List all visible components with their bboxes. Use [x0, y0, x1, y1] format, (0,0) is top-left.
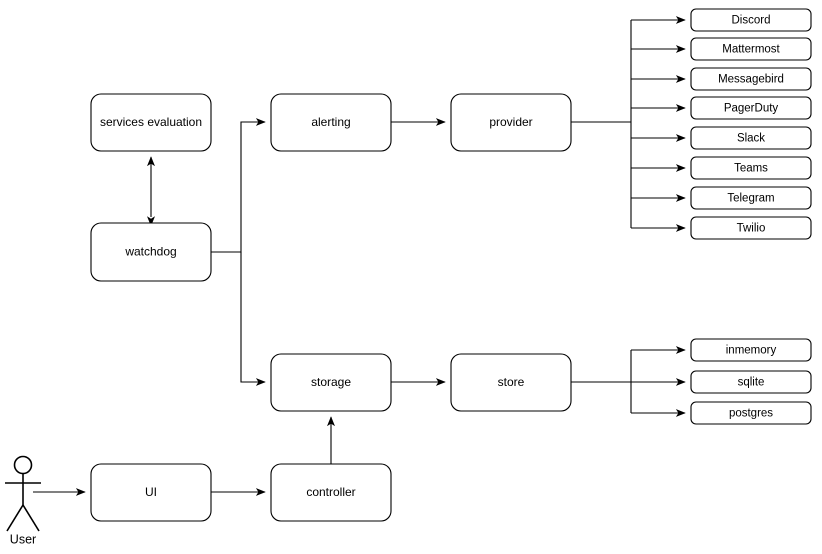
node-box-watchdog	[90, 222, 212, 282]
node-storage[interactable]: storage	[270, 353, 392, 412]
provider-target-nodes: DiscordMattermostMessagebirdPagerDutySla…	[690, 8, 812, 240]
provider-branch-connectors	[631, 16, 686, 232]
node-box-telegram	[690, 186, 812, 210]
node-label-slack: Slack	[737, 133, 765, 145]
node-box-alerting	[270, 93, 392, 152]
node-label-store: store	[498, 375, 525, 389]
node-box-controller	[270, 463, 392, 522]
node-store[interactable]: store	[450, 353, 572, 412]
node-label-postgres: postgres	[729, 408, 773, 420]
node-label-pagerduty: PagerDuty	[724, 103, 779, 115]
edge-watchdog-alerting	[211, 118, 266, 253]
node-box-pagerduty	[690, 96, 812, 120]
store-target-nodes: inmemory sqlite postgres	[690, 338, 812, 425]
node-label-alerting: alerting	[311, 115, 350, 129]
node-label-storage: storage	[311, 375, 351, 389]
node-provider[interactable]: provider	[450, 93, 572, 152]
node-postgres[interactable]: postgres	[690, 401, 812, 425]
node-box-storage	[270, 353, 392, 412]
node-ui[interactable]: UI	[90, 463, 212, 522]
node-box-teams	[690, 156, 812, 180]
node-alerting[interactable]: alerting	[270, 93, 392, 152]
node-messagebird[interactable]: Messagebird	[690, 67, 812, 91]
node-box-inmemory	[690, 338, 812, 362]
node-watchdog[interactable]: watchdog	[90, 222, 212, 282]
node-label-provider: provider	[489, 115, 532, 129]
node-box-services-evaluation	[90, 93, 212, 152]
node-label-telegram: Telegram	[727, 193, 774, 205]
node-label-discord: Discord	[732, 15, 771, 27]
node-box-slack	[690, 126, 812, 150]
node-pagerduty[interactable]: PagerDuty	[690, 96, 812, 120]
node-label-ui: UI	[145, 485, 157, 499]
node-controller[interactable]: controller	[270, 463, 392, 522]
node-label-mattermost: Mattermost	[722, 44, 780, 56]
node-label-messagebird: Messagebird	[718, 74, 784, 86]
node-box-store	[450, 353, 572, 412]
node-label-services-evaluation: services evaluation	[100, 115, 202, 129]
node-box-sqlite	[690, 370, 812, 394]
node-label-twilio: Twilio	[737, 223, 766, 235]
node-label-sqlite: sqlite	[738, 377, 765, 389]
node-services-evaluation[interactable]: services evaluation	[90, 93, 212, 152]
node-box-twilio	[690, 216, 812, 240]
actor-head-icon	[13, 455, 33, 475]
actor-leg-left	[6, 504, 24, 532]
store-branch-connectors	[631, 346, 686, 417]
node-label-controller: controller	[306, 485, 355, 499]
node-slack[interactable]: Slack	[690, 126, 812, 150]
node-sqlite[interactable]: sqlite	[690, 370, 812, 394]
node-telegram[interactable]: Telegram	[690, 186, 812, 210]
node-box-postgres	[690, 401, 812, 425]
node-twilio[interactable]: Twilio	[690, 216, 812, 240]
node-box-messagebird	[690, 67, 812, 91]
node-discord[interactable]: Discord	[690, 8, 812, 32]
node-label-watchdog: watchdog	[124, 245, 176, 259]
node-label-inmemory: inmemory	[726, 345, 777, 357]
actor-user[interactable]: User	[5, 455, 41, 547]
node-box-mattermost	[690, 37, 812, 61]
edges-layer	[33, 20, 632, 496]
node-teams[interactable]: Teams	[690, 156, 812, 180]
node-inmemory[interactable]: inmemory	[690, 338, 812, 362]
actor-label: User	[10, 532, 36, 546]
node-mattermost[interactable]: Mattermost	[690, 37, 812, 61]
actor-leg-right	[22, 504, 40, 532]
node-box-provider	[450, 93, 572, 152]
node-box-ui	[90, 463, 212, 522]
nodes-layer: services evaluation alerting provider watch…	[90, 93, 572, 522]
edge-watchdog-storage	[240, 252, 266, 386]
node-box-discord	[690, 8, 812, 32]
node-label-teams: Teams	[734, 163, 768, 175]
